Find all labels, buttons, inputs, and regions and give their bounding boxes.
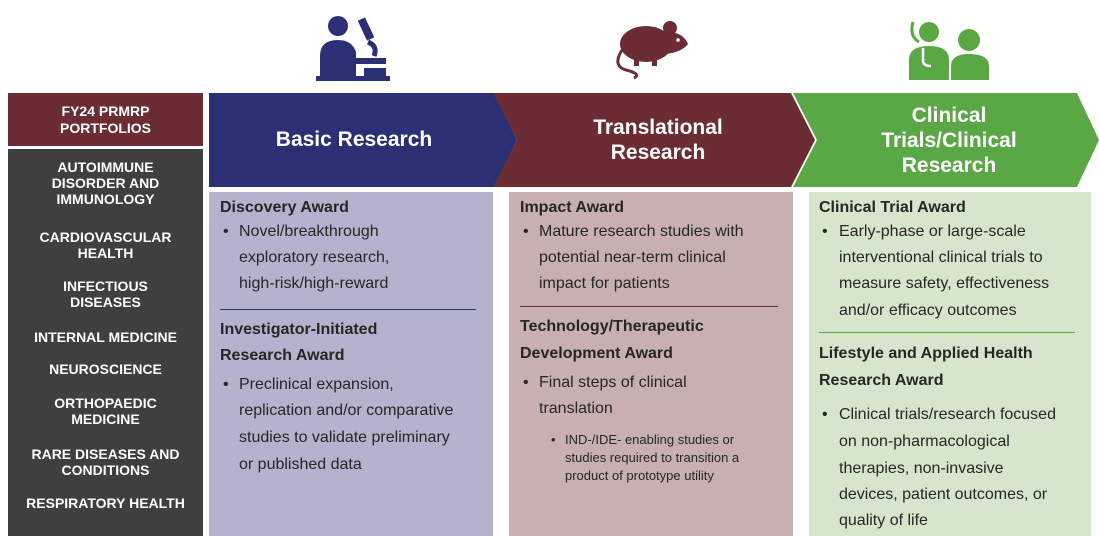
lifestyle-award-desc-l3: therapies, non-invasive bbox=[839, 460, 1004, 477]
translational-research-panel: Impact Award • Mature research studies w… bbox=[509, 192, 793, 536]
bullet-icon: • bbox=[223, 223, 229, 240]
clinical-header-line1: Clinical bbox=[911, 103, 987, 127]
sub-bullet-icon: • bbox=[551, 432, 556, 447]
investigator-award-desc-l3: studies to validate preliminary bbox=[239, 429, 450, 446]
portfolio-line: AUTOIMMUNE bbox=[57, 159, 154, 175]
translational-header-line1: Translational bbox=[593, 116, 723, 139]
clinical-trial-award-desc-l2: interventional clinical trials to bbox=[839, 249, 1043, 266]
discovery-award-desc-l3: high-risk/high-reward bbox=[239, 275, 389, 292]
clinical-trial-award-desc-l3: measure safety, effectiveness bbox=[839, 275, 1050, 292]
impact-award-desc-l2: potential near-term clinical bbox=[539, 249, 726, 266]
portfolios-title: FY24 PRMRP PORTFOLIOS bbox=[8, 93, 203, 146]
lifestyle-award-desc-l2: on non-pharmacological bbox=[839, 433, 1010, 450]
bullet-icon: • bbox=[822, 406, 828, 423]
investigator-award-desc-l2: replication and/or comparative bbox=[239, 402, 454, 419]
portfolios-title-line2: PORTFOLIOS bbox=[60, 119, 151, 136]
portfolio-line: CONDITIONS bbox=[61, 462, 150, 478]
clinical-header-label: Clinical Trials/Clinical Research bbox=[809, 93, 1089, 187]
portfolio-line: INTERNAL MEDICINE bbox=[34, 329, 177, 345]
portfolio-list: AUTOIMMUNE DISORDER AND IMMUNOLOGY CARDI… bbox=[8, 149, 203, 536]
portfolio-autoimmune: AUTOIMMUNE DISORDER AND IMMUNOLOGY bbox=[8, 159, 203, 207]
lifestyle-award-desc-l1: Clinical trials/research focused bbox=[839, 406, 1056, 423]
bullet-icon: • bbox=[223, 376, 229, 393]
technology-award-title-l1: Technology/Therapeutic bbox=[520, 318, 704, 335]
investigator-award-title-l1: Investigator-Initiated bbox=[220, 321, 378, 338]
portfolio-internal-medicine: INTERNAL MEDICINE bbox=[8, 329, 203, 345]
portfolio-line: IMMUNOLOGY bbox=[56, 191, 155, 207]
portfolio-line: CARDIOVASCULAR bbox=[39, 229, 172, 245]
technology-award-desc-l2: translation bbox=[539, 400, 613, 417]
lifestyle-award-desc-l5: quality of life bbox=[839, 512, 928, 529]
impact-award-title: Impact Award bbox=[520, 199, 625, 216]
impact-award-desc-l3: impact for patients bbox=[539, 275, 670, 292]
clinical-header-arrow-shape bbox=[793, 93, 1099, 187]
bullet-icon: • bbox=[523, 223, 529, 240]
scientist-microscope-icon bbox=[316, 16, 390, 81]
portfolio-cardiovascular: CARDIOVASCULAR HEALTH bbox=[8, 229, 203, 261]
clinical-header-line2: Trials/Clinical bbox=[881, 128, 1017, 152]
lifestyle-award-desc-l4: devices, patient outcomes, or bbox=[839, 486, 1048, 503]
bullet-icon: • bbox=[822, 223, 828, 240]
clinical-trial-award-desc-l1: Early-phase or large-scale bbox=[839, 223, 1026, 240]
lifestyle-award-title-l2: Research Award bbox=[819, 372, 944, 389]
portfolio-line: DISORDER AND bbox=[51, 175, 160, 191]
impact-award-desc-l1: Mature research studies with bbox=[539, 223, 744, 240]
portfolio-line: INFECTIOUS bbox=[63, 278, 148, 294]
portfolios-title-line1: FY24 PRMRP bbox=[61, 102, 150, 119]
doctor-patient-icon bbox=[909, 21, 989, 80]
portfolio-line: RESPIRATORY HEALTH bbox=[26, 495, 185, 511]
technology-award-sub-l2: studies required to transition a bbox=[565, 450, 740, 465]
clinical-divider bbox=[819, 332, 1075, 333]
clinical-trial-award-title: Clinical Trial Award bbox=[819, 199, 966, 216]
portfolio-line: HEALTH bbox=[77, 245, 134, 261]
portfolio-line: MEDICINE bbox=[71, 411, 140, 427]
clinical-research-header: Clinical Trials/Clinical Research bbox=[793, 93, 1099, 187]
discovery-award-desc-l1: Novel/breakthrough bbox=[239, 223, 379, 240]
translational-header-label: Translational Research bbox=[513, 93, 803, 187]
clinical-header-line3: Research bbox=[901, 153, 997, 177]
clinical-trial-award-desc-l4: and/or efficacy outcomes bbox=[839, 302, 1017, 319]
investigator-award-title-l2: Research Award bbox=[220, 347, 345, 364]
basic-research-panel: Discovery Award • Novel/breakthrough exp… bbox=[209, 192, 493, 536]
translational-header-arrow-shape bbox=[493, 93, 815, 187]
basic-header-arrow-shape bbox=[209, 93, 517, 187]
lifestyle-award-title-l1: Lifestyle and Applied Health bbox=[819, 345, 1033, 362]
clinical-research-panel: Clinical Trial Award • Early-phase or la… bbox=[809, 192, 1091, 536]
portfolio-respiratory: RESPIRATORY HEALTH bbox=[8, 495, 203, 511]
portfolio-infectious: INFECTIOUS DISEASES bbox=[8, 278, 203, 310]
portfolio-line: ORTHOPAEDIC bbox=[54, 395, 157, 411]
technology-award-sub-l1: IND-/IDE- enabling studies or bbox=[565, 432, 735, 447]
discovery-award-title: Discovery Award bbox=[220, 199, 349, 216]
technology-award-title-l2: Development Award bbox=[520, 345, 673, 362]
mouse-icon bbox=[616, 21, 688, 80]
basic-header-label: Basic Research bbox=[275, 128, 433, 151]
investigator-award-desc-l4: or published data bbox=[239, 456, 362, 473]
portfolio-line: DISEASES bbox=[70, 294, 141, 310]
basic-divider bbox=[220, 309, 476, 310]
bullet-icon: • bbox=[523, 374, 529, 391]
investigator-award-desc-l1: Preclinical expansion, bbox=[239, 376, 394, 393]
technology-award-sub-l3: product of prototype utility bbox=[565, 468, 714, 483]
technology-award-desc-l1: Final steps of clinical bbox=[539, 374, 687, 391]
portfolio-rare-diseases: RARE DISEASES AND CONDITIONS bbox=[8, 446, 203, 478]
portfolio-orthopaedic: ORTHOPAEDIC MEDICINE bbox=[8, 395, 203, 427]
translational-research-header: Translational Research bbox=[493, 93, 815, 187]
translational-header-line2: Research bbox=[610, 141, 706, 164]
portfolio-neuroscience: NEUROSCIENCE bbox=[8, 361, 203, 377]
translational-divider bbox=[520, 306, 778, 307]
basic-research-header: Basic Research bbox=[209, 93, 517, 187]
portfolio-line: RARE DISEASES AND bbox=[31, 446, 180, 462]
portfolio-line: NEUROSCIENCE bbox=[49, 361, 162, 377]
discovery-award-desc-l2: exploratory research, bbox=[239, 249, 390, 266]
